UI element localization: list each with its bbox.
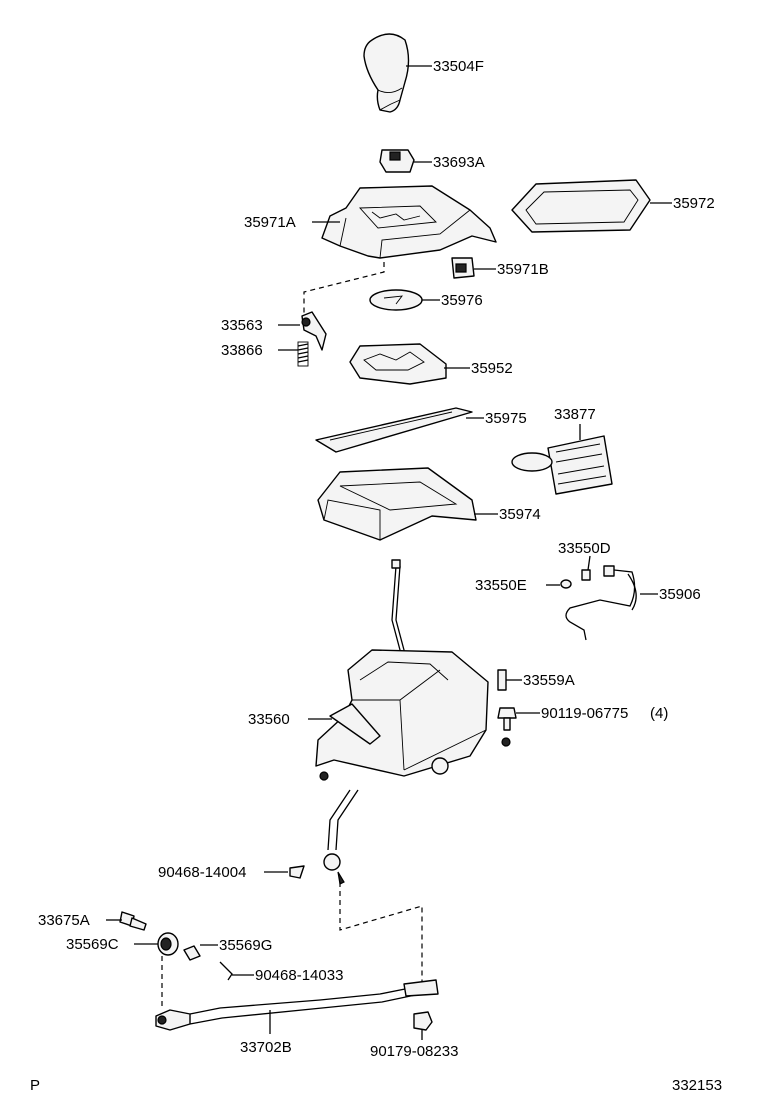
label-35976[interactable]: 35976 [441, 292, 483, 309]
label-33563[interactable]: 33563 [221, 317, 263, 334]
label-90468-14033[interactable]: 90468-14033 [255, 967, 343, 984]
dash-35971A-33563 [303, 262, 385, 318]
page-code: P [30, 1077, 40, 1094]
label-35906[interactable]: 35906 [659, 586, 701, 603]
wire-harness-35906[interactable] [565, 565, 637, 641]
label-33702B[interactable]: 33702B [240, 1039, 292, 1056]
clip-35971B[interactable] [451, 257, 475, 279]
label-35952[interactable]: 35952 [471, 360, 513, 377]
clip-90468-14033[interactable] [219, 961, 233, 981]
bulb-33550E[interactable] [560, 579, 572, 589]
label-33559A[interactable]: 33559A [523, 672, 575, 689]
label-33675A[interactable]: 33675A [38, 912, 90, 929]
slide-plate-35975[interactable] [315, 407, 473, 453]
label-35974[interactable]: 35974 [499, 506, 541, 523]
spring-33866[interactable] [297, 341, 309, 367]
leader-33550D [587, 555, 591, 571]
label-35569G[interactable]: 35569G [219, 937, 272, 954]
collar-35569G[interactable] [183, 945, 201, 961]
shift-knob-33504F[interactable] [363, 33, 410, 113]
label-33866[interactable]: 33866 [221, 342, 263, 359]
clip-33693A[interactable] [379, 149, 415, 173]
gate-plate-35952[interactable] [349, 343, 447, 385]
label-35569C[interactable]: 35569C [66, 936, 119, 953]
bolt-33675A[interactable] [119, 911, 147, 931]
label-33550D[interactable]: 33550D [558, 540, 611, 557]
housing-frame-35974[interactable] [317, 467, 477, 541]
label-35971B[interactable]: 35971B [497, 261, 549, 278]
label-33877[interactable]: 33877 [554, 406, 596, 423]
label-33560[interactable]: 33560 [248, 711, 290, 728]
label-90179-08233[interactable]: 90179-08233 [370, 1043, 458, 1060]
bulb-33550D[interactable] [581, 569, 591, 581]
bushing-35569C[interactable] [157, 932, 179, 956]
label-33504F[interactable]: 33504F [433, 58, 484, 75]
nut-90179-08233[interactable] [413, 1011, 433, 1031]
label-35971A[interactable]: 35971A [244, 214, 296, 231]
bolt-90119-06775[interactable] [497, 707, 517, 731]
label-35975[interactable]: 35975 [485, 410, 527, 427]
control-rod-33702B[interactable] [155, 979, 439, 1031]
bezel-plate-35972[interactable] [511, 179, 651, 233]
disc-35976[interactable] [369, 289, 423, 311]
label-35972[interactable]: 35972 [673, 195, 715, 212]
label-90119-quantity: (4) [650, 705, 668, 722]
shift-lever-assembly-33560[interactable] [315, 559, 511, 885]
label-90468-14004[interactable]: 90468-14004 [158, 864, 246, 881]
label-33693A[interactable]: 33693A [433, 154, 485, 171]
dash-lever-to-rod [339, 882, 423, 984]
clip-90468-14004[interactable] [289, 865, 305, 879]
lever-pin-33563[interactable] [301, 311, 327, 351]
pin-33559A[interactable] [497, 669, 507, 691]
indicator-panel-33877[interactable] [511, 435, 613, 495]
figure-number: 332153 [672, 1077, 722, 1094]
label-33550E[interactable]: 33550E [475, 577, 527, 594]
label-90119-06775[interactable]: 90119-06775 [541, 705, 628, 722]
indicator-housing-35971A[interactable] [321, 185, 497, 259]
